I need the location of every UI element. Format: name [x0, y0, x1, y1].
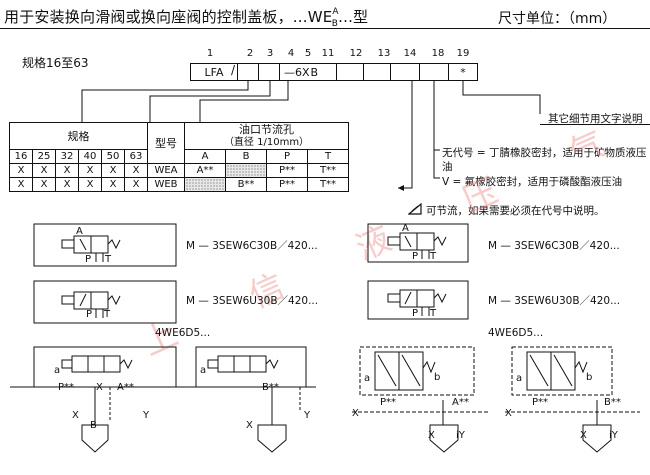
- option-throttle: 可节流，如果需要必须在代号中说明。: [426, 205, 605, 217]
- port-x-label: X: [246, 420, 253, 431]
- port-x-label: X: [96, 382, 103, 393]
- th-spec: 规格: [9, 122, 148, 150]
- port-y-label: Y: [143, 410, 150, 421]
- port-p-label: P: [412, 251, 419, 262]
- code-num-13: 13: [377, 48, 391, 59]
- model-label-1: M — 3SEW6C30B／420...: [186, 240, 318, 252]
- model-label-3: M — 3SEW6C30B／420...: [488, 240, 620, 252]
- code-num-3: 3: [266, 48, 274, 59]
- title-sub-b: B: [331, 19, 339, 29]
- th-orifice: 油口节流孔（直径 1/10mm）: [184, 122, 349, 150]
- spec-table: 规格 型号 油口节流孔（直径 1/10mm） 16 25 32 40 50 63…: [9, 122, 349, 192]
- port-bss-label: B**: [262, 382, 279, 393]
- port-iy-label: iY: [609, 430, 618, 441]
- port-iy-label: iY: [456, 430, 465, 441]
- port-pss-label: P**: [380, 397, 397, 408]
- unit-label: 尺寸单位：（mm）: [498, 11, 617, 27]
- code-slash: /: [231, 63, 236, 77]
- page-title: 用于安装换向滑阀或换向座阀的控制盖板，...WEAB...型: [4, 6, 368, 29]
- code-b-mark: B: [310, 65, 319, 79]
- port-a-label: A: [402, 223, 409, 234]
- code-num-5: 5: [304, 48, 312, 59]
- we-label-right: 4WE6D5...: [488, 327, 544, 339]
- title-divider: [0, 28, 650, 29]
- cell-port-t: T**: [307, 177, 349, 192]
- port-t-label: T: [104, 309, 111, 320]
- title-sup-a: A: [332, 7, 339, 17]
- port-pss-label: P**: [58, 382, 75, 393]
- code-num-2: 2: [246, 48, 254, 59]
- port-bss-label: B**: [604, 397, 621, 408]
- code-num-19: 19: [456, 48, 470, 59]
- port-t-label: T: [105, 254, 112, 265]
- th-orifice-title: 油口节流孔: [239, 123, 294, 136]
- port-x-label: X: [428, 430, 435, 441]
- solenoid-b-label: b: [434, 372, 441, 383]
- port-x-label: X: [505, 408, 512, 419]
- port-a-label: A: [76, 226, 83, 237]
- code-num-18: 18: [431, 48, 445, 59]
- port-x-label: X: [352, 408, 359, 419]
- cell-mark: X: [55, 177, 79, 192]
- model-label-2: M — 3SEW6U30B／420...: [186, 295, 319, 307]
- port-ass-label: A**: [452, 397, 469, 408]
- cell-port-b-hatched: [225, 163, 267, 178]
- port-pss-label: P**: [532, 397, 549, 408]
- option-none-code-cont: 油: [442, 161, 453, 173]
- solenoid-b-label: b: [586, 372, 593, 383]
- model-label-4: M — 3SEW6U30B／420...: [488, 295, 621, 307]
- option-other: 其它细节用文字说明: [548, 113, 643, 125]
- option-none-code: 无代号 = 丁腈橡胶密封，适用于矿物质液压: [442, 147, 647, 159]
- port-t-label: T: [430, 308, 437, 319]
- table-row: X X X X X X WEB B** P** T**: [9, 177, 349, 192]
- solenoid-a-label: a: [200, 365, 207, 376]
- code-box-19: *: [448, 63, 478, 81]
- th-orifice-sub: （直径 1/10mm）: [223, 137, 310, 148]
- code-num-1: 1: [206, 48, 214, 59]
- port-p-label: P: [412, 308, 419, 319]
- cell-mark: X: [124, 177, 148, 192]
- solenoid-a-label: a: [516, 373, 523, 384]
- port-b-label: B: [90, 420, 97, 431]
- option-v-code: V = 氟橡胶密封，适用于磷酸酯液压油: [442, 176, 623, 188]
- we-label-left: 4WE6D5...: [155, 327, 211, 339]
- title-text: 用于安装换向滑阀或换向座阀的控制盖板，...WE: [4, 8, 333, 26]
- code-num-4: 4: [287, 48, 295, 59]
- th-type: 型号: [147, 122, 185, 164]
- option-other-underline: [540, 124, 650, 125]
- code-num-12: 12: [349, 48, 363, 59]
- code-num-11: 11: [321, 48, 335, 59]
- throttle-triangle-icon: [408, 203, 422, 215]
- solenoid-a-label: a: [54, 365, 61, 376]
- port-x-label: X: [580, 430, 587, 441]
- port-p-label: P: [85, 254, 92, 265]
- port-y-label: Y: [304, 410, 311, 421]
- code-wedge-text: —6X: [284, 65, 310, 79]
- cell-type: WEB: [147, 177, 185, 192]
- port-t-label: T: [430, 251, 437, 262]
- port-ass-label: A**: [117, 382, 134, 393]
- code-num-14: 14: [403, 48, 417, 59]
- port-x-label: X: [72, 410, 79, 421]
- port-p-label: P: [86, 309, 93, 320]
- solenoid-a-label: a: [364, 373, 371, 384]
- title-end: ...型: [338, 8, 369, 26]
- spec-range-note: 规格16至63: [22, 56, 89, 70]
